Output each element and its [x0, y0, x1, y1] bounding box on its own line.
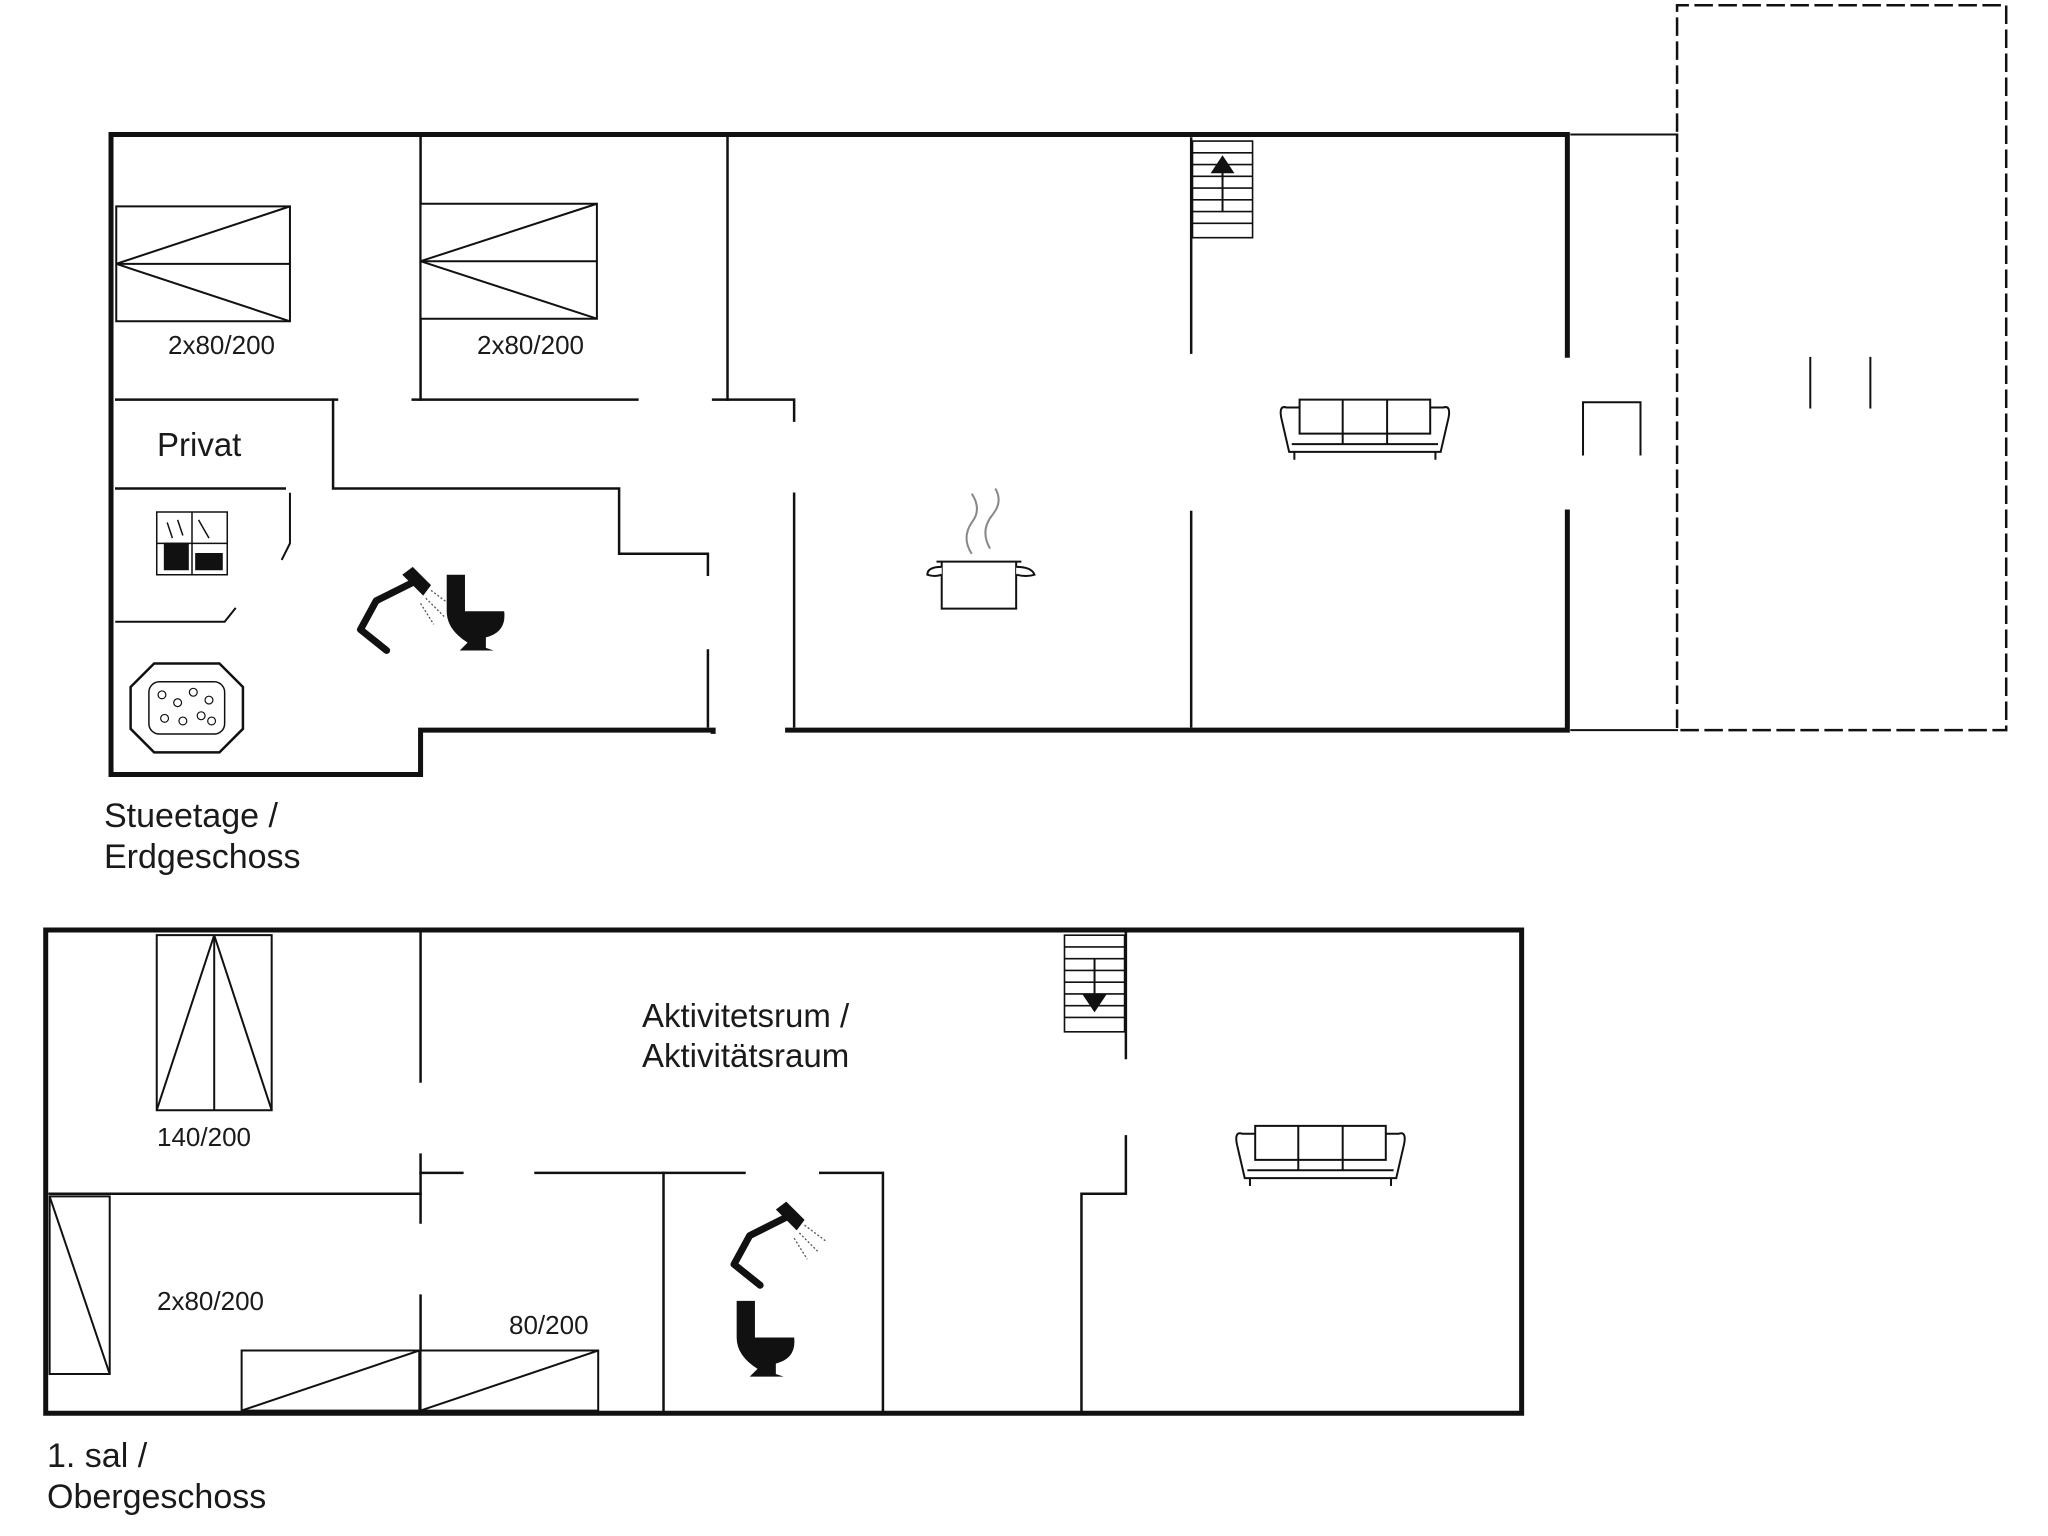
floor-label-ground: Stueetage / Erdgeschoss — [104, 796, 301, 879]
bed-size-label: 2x80/200 — [168, 330, 275, 360]
toilet-icon — [446, 574, 505, 651]
cooking-pot-icon — [927, 488, 1034, 608]
bed-icon — [50, 1196, 110, 1374]
carport-outline — [1677, 5, 2006, 730]
sauna-icon — [157, 512, 228, 575]
sofa-icon — [1234, 1124, 1407, 1188]
ground-floor-plan — [111, 5, 2006, 774]
shower-icon — [734, 1202, 825, 1286]
toilet-icon — [736, 1300, 795, 1377]
room-label-activity: Aktivitetsrum / Aktivitätsraum — [642, 996, 849, 1077]
bed-icon — [116, 206, 290, 321]
floor-label-ground-line2: Erdgeschoss — [104, 838, 301, 877]
sofa-icon — [1279, 398, 1451, 462]
bed-icon — [157, 935, 272, 1110]
room-label-private: Privat — [157, 426, 242, 463]
hot-tub-icon — [131, 664, 243, 753]
stairs-up-icon — [1192, 141, 1252, 238]
floor-label-upper-line2: Obergeschoss — [47, 1478, 267, 1517]
floor-label-upper: 1. sal / Obergeschoss — [47, 1436, 266, 1519]
stairs-down-icon — [1064, 935, 1124, 1032]
room-label-activity-line2: Aktivitätsraum — [642, 1037, 850, 1075]
fireplace-icon — [1583, 402, 1640, 454]
ground-floor-outer-wall — [111, 135, 1567, 775]
floor-label-ground-line1: Stueetage / — [104, 797, 278, 835]
bed-icon — [421, 204, 597, 319]
bed-size-label: 80/200 — [509, 1310, 589, 1340]
bed-icon — [421, 1351, 599, 1411]
room-label-activity-line1: Aktivitetsrum / — [642, 997, 850, 1034]
floor-label-upper-line1: 1. sal / — [47, 1437, 148, 1475]
upper-floor-outer-wall — [46, 930, 1522, 1413]
shower-icon — [360, 567, 451, 651]
ground-floor-outer-wall-east — [788, 512, 1568, 730]
bed-size-label: 2x80/200 — [157, 1286, 264, 1316]
bed-size-label: 140/200 — [157, 1122, 251, 1152]
upper-floor-plan — [46, 930, 1522, 1413]
bed-icon — [242, 1351, 420, 1411]
bed-size-label: 2x80/200 — [477, 330, 584, 360]
